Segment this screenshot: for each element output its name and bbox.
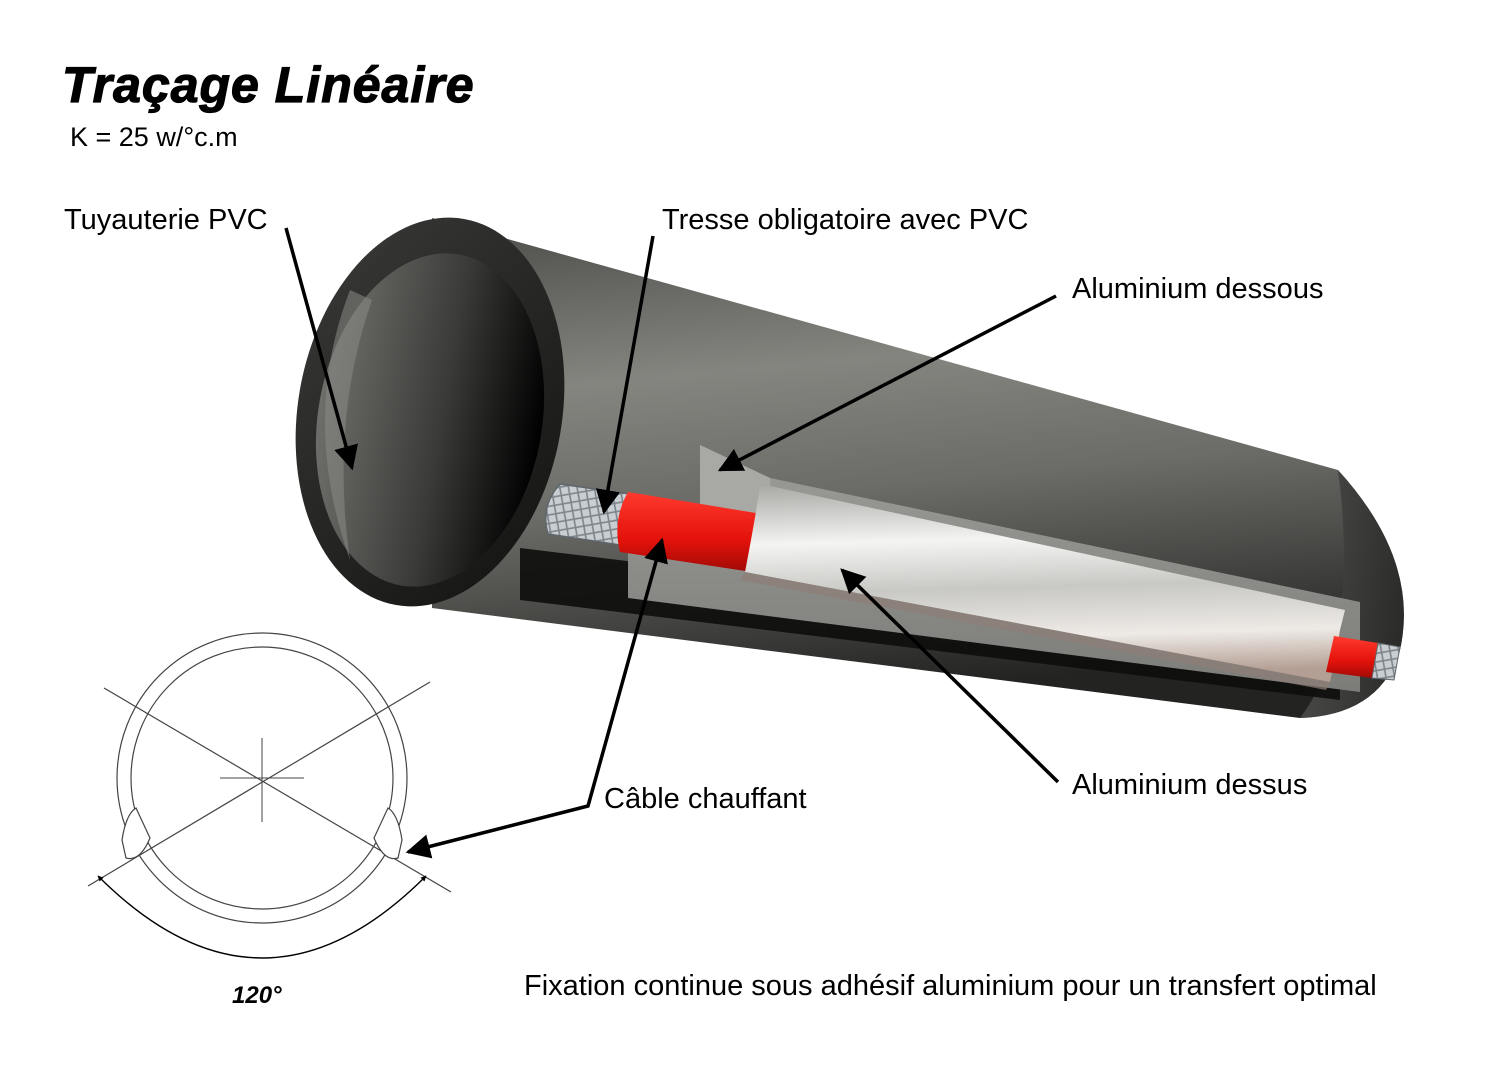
label-heating-cable: Câble chauffant [604, 783, 807, 815]
aluminium-top-fold [740, 572, 1330, 690]
label-pipe: Tuyauterie PVC [64, 204, 268, 236]
cross-section-drawing [87, 632, 452, 959]
aluminium-under-flap [700, 445, 770, 515]
red-cable-far-end [1326, 636, 1378, 678]
pipe-interior [315, 253, 545, 587]
arrow-cable [405, 537, 668, 859]
section-diagonal-1 [103, 687, 452, 893]
callout-arrows [284, 227, 1060, 859]
section-inner-ring [130, 646, 394, 910]
section-outer-ring [116, 632, 408, 924]
section-diagonal-2 [87, 681, 431, 887]
caption: Fixation continue sous adhésif aluminium… [524, 970, 1377, 1002]
braid-far-end [1371, 642, 1401, 681]
aluminium-top-sheet [745, 486, 1345, 682]
arrow-pipe [284, 227, 358, 471]
label-aluminium-under: Aluminium dessous [1072, 273, 1324, 305]
page-title: Traçage Linéaire [61, 56, 475, 113]
section-cable-left [121, 807, 151, 860]
arrow-braid [595, 235, 655, 515]
pipe-interior-wall [325, 290, 372, 560]
label-aluminium-over: Aluminium dessus [1072, 769, 1308, 801]
angle-dimension-arc [97, 875, 427, 959]
angle-label: 120° [232, 982, 282, 1009]
section-cable-right [373, 807, 403, 860]
page-subtitle: K = 25 w/°c.m [70, 122, 238, 152]
arrow-alu-over [840, 568, 1060, 784]
arrow-alu-under [717, 294, 1057, 472]
label-braid: Tresse obligatoire avec PVC [662, 204, 1029, 236]
